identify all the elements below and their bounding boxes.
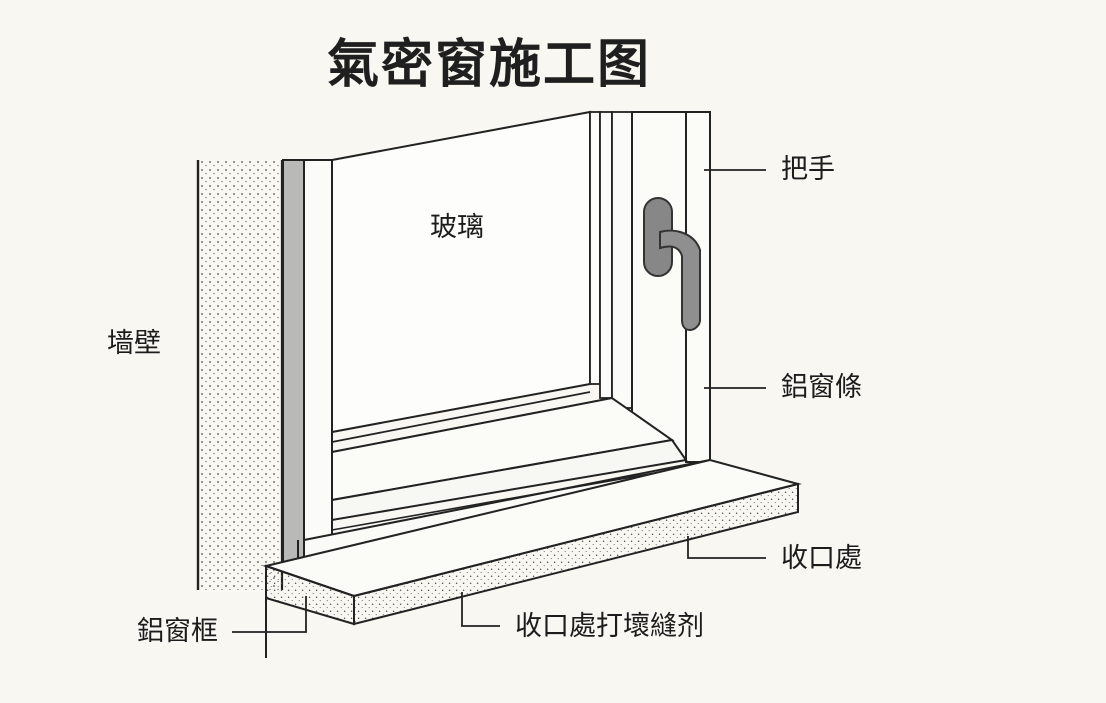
page-title: 氣密窗施工图 <box>327 35 652 95</box>
window-sill <box>262 458 802 658</box>
label-wall: 墙壁 <box>107 328 161 359</box>
wall-texture <box>200 160 282 590</box>
label-sash: 鋁窗條 <box>781 372 862 403</box>
label-glass: 玻璃 <box>430 212 484 243</box>
label-sealant: 收口處打壞縫剂 <box>515 611 704 642</box>
leader-sealant <box>461 592 500 627</box>
leader-finish <box>687 536 766 559</box>
label-frame: 鋁窗框 <box>137 616 218 647</box>
frame-left-profile <box>303 159 333 571</box>
frame-seal-strip <box>282 159 305 571</box>
handle-lever <box>659 229 701 332</box>
handle-assembly <box>643 197 701 332</box>
label-handle: 把手 <box>781 154 835 185</box>
bottom-rail-groove <box>331 464 701 531</box>
leader-lines <box>232 169 766 633</box>
label-finish: 收口處 <box>781 543 862 574</box>
bottom-rail-mid <box>331 438 688 522</box>
glass-surface <box>331 110 591 434</box>
sill-side-face <box>265 564 355 626</box>
wall <box>196 160 284 590</box>
sash-stile-2 <box>599 111 613 399</box>
sash-stile-main <box>631 111 687 461</box>
sash-stile-1 <box>589 111 601 385</box>
leader-frame <box>232 596 307 633</box>
sash-stile-3 <box>611 111 633 409</box>
glass-bead-lower <box>331 391 591 443</box>
glass-pane <box>331 110 613 453</box>
